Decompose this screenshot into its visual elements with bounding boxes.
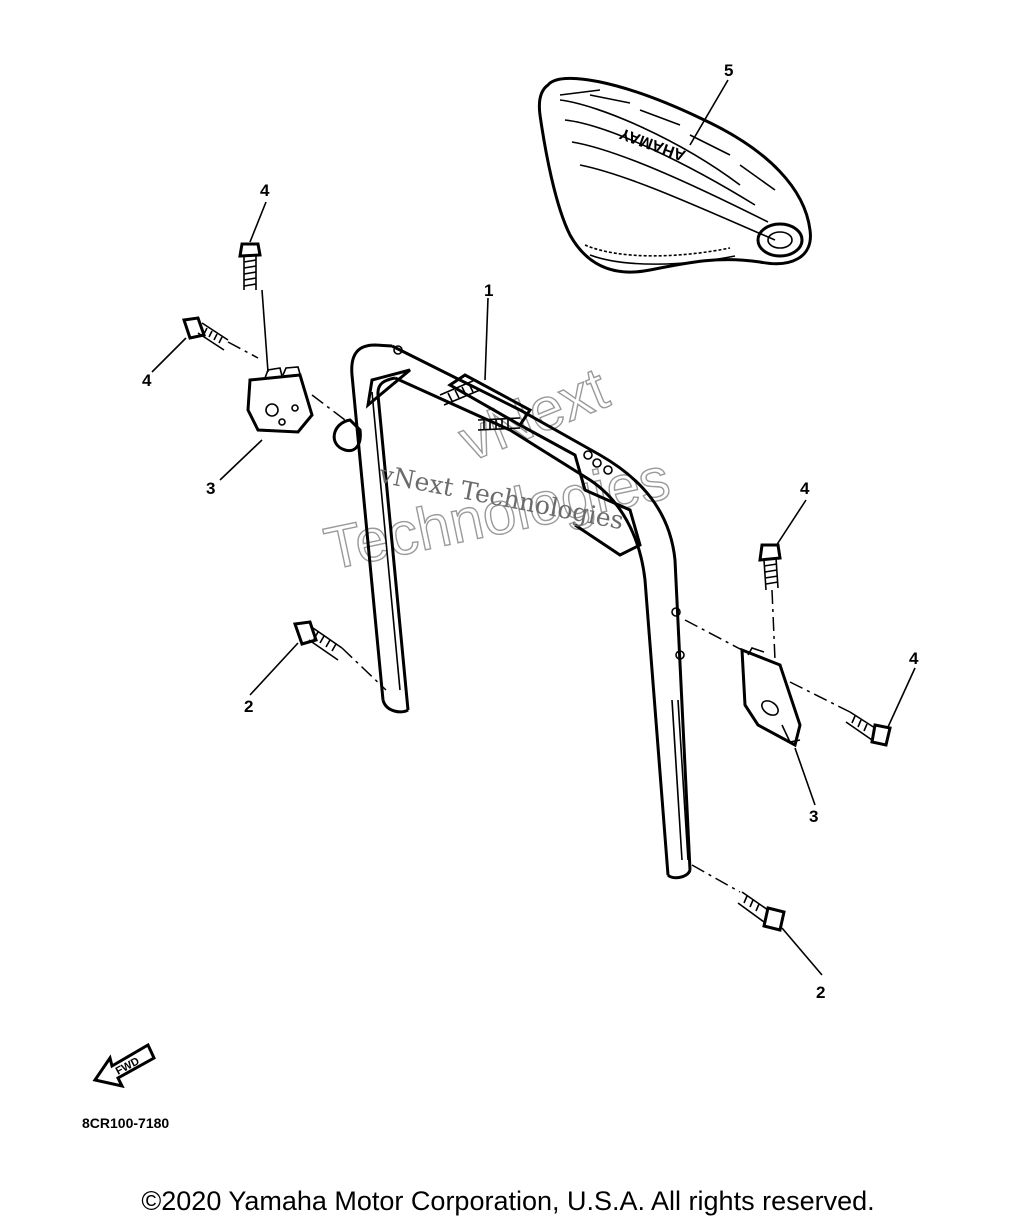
bolt-right-mid-part-4	[845, 711, 892, 747]
callout-4-right-top: 4	[800, 479, 810, 498]
callout-5: 5	[724, 61, 733, 80]
bolt-top-mid-pole	[477, 417, 521, 431]
callout-1: 1	[484, 281, 493, 300]
bracket-right-part-3	[740, 647, 802, 748]
bolt-top-left-part-4	[238, 242, 262, 290]
copyright-notice: ©2020 Yamaha Motor Corporation, U.S.A. A…	[141, 1186, 875, 1216]
bolt-mid-left-part-4	[182, 316, 229, 351]
bolt-lower-left-part-2	[292, 620, 343, 661]
handle-pole-part-1	[332, 343, 692, 880]
callout-4-mid-left: 4	[142, 371, 152, 390]
leader-lines	[151, 79, 916, 976]
bolt-lower-right-part-2	[737, 891, 786, 932]
seat-part-5: YAMAHA	[537, 76, 812, 274]
callouts: 5 1 4 4 3 2 4 4 3 2	[142, 61, 919, 1002]
callout-2-right: 2	[816, 983, 825, 1002]
callout-4-top-left: 4	[260, 181, 270, 200]
callout-4-right-mid: 4	[909, 649, 919, 668]
callout-2-left: 2	[244, 697, 253, 716]
callout-3-right: 3	[809, 807, 818, 826]
bracket-left-part-3	[246, 366, 314, 434]
bolt-top-left-pole-part-4	[439, 379, 481, 406]
fwd-arrow-icon: FWD	[92, 1042, 156, 1089]
callout-3-left: 3	[206, 479, 215, 498]
bolt-right-top-part-4	[758, 543, 782, 591]
part-code: 8CR100-7180	[82, 1115, 169, 1131]
